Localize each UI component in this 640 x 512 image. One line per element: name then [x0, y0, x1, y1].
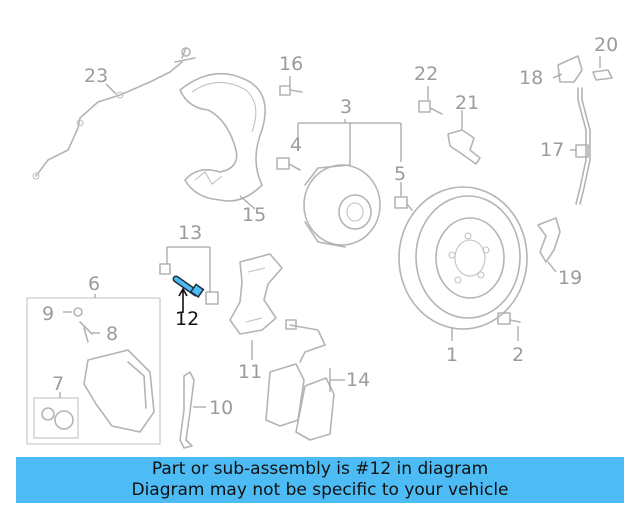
callout-14: 14 — [346, 369, 370, 391]
callout-7: 7 — [52, 373, 64, 395]
part-23-abs-wire — [32, 47, 196, 180]
pad-wear-sensor-wire — [285, 319, 326, 363]
part-2-bolt — [497, 312, 521, 325]
part-20-clip — [592, 69, 613, 81]
part-15-dust-shield — [179, 72, 266, 202]
callout-10: 10 — [209, 397, 233, 419]
part-19-bracket — [537, 217, 561, 263]
callout-23: 23 — [84, 65, 108, 87]
part-14-brake-pads — [265, 363, 335, 441]
info-banner: Part or sub-assembly is #12 in diagram D… — [16, 457, 624, 503]
callout-22: 22 — [414, 63, 438, 85]
part-8-bleeder — [79, 321, 93, 343]
callout-3: 3 — [340, 96, 352, 118]
banner-line-1: Part or sub-assembly is #12 in diagram — [151, 459, 489, 479]
callout-8: 8 — [106, 323, 118, 345]
brake-assembly-diagram: 23 16 3 22 21 4 5 15 18 20 17 19 13 12 6… — [26, 34, 618, 449]
part-6-caliper-assembly — [26, 297, 161, 445]
part-17-brake-hose — [575, 87, 591, 205]
part-3-wheel-hub — [303, 164, 381, 248]
part-22-bolt — [418, 100, 443, 115]
part-1-brake-rotor — [398, 186, 528, 330]
callout-6: 6 — [88, 273, 100, 295]
callout-5: 5 — [394, 163, 406, 185]
part-9-cap — [73, 307, 83, 317]
part-5-bolt — [394, 196, 413, 211]
callout-16: 16 — [279, 53, 303, 75]
callout-19: 19 — [558, 267, 582, 289]
callout-13: 13 — [178, 222, 202, 244]
callout-20: 20 — [594, 34, 618, 56]
part-4-bolt — [276, 157, 301, 171]
callout-1: 1 — [446, 344, 458, 366]
callout-15: 15 — [242, 204, 266, 226]
part-16-bolt — [279, 85, 303, 96]
callout-4: 4 — [290, 134, 302, 156]
leader-lines — [59, 56, 601, 408]
part-10-spring-clip — [179, 371, 195, 449]
part-12-guide-pin — [172, 275, 205, 313]
callout-18: 18 — [519, 67, 543, 89]
callout-21: 21 — [455, 92, 479, 114]
callout-12: 12 — [175, 308, 199, 330]
part-13-guide-bolts — [159, 263, 219, 305]
callout-17: 17 — [540, 139, 564, 161]
part-18-bracket — [557, 55, 583, 83]
part-21-speed-sensor — [447, 129, 481, 165]
callout-11: 11 — [238, 361, 262, 383]
part-7-seal-kit — [33, 397, 79, 439]
callout-2: 2 — [512, 344, 524, 366]
banner-line-2: Diagram may not be specific to your vehi… — [131, 480, 509, 500]
callout-9: 9 — [42, 303, 54, 325]
part-11-caliper-bracket — [229, 253, 283, 335]
